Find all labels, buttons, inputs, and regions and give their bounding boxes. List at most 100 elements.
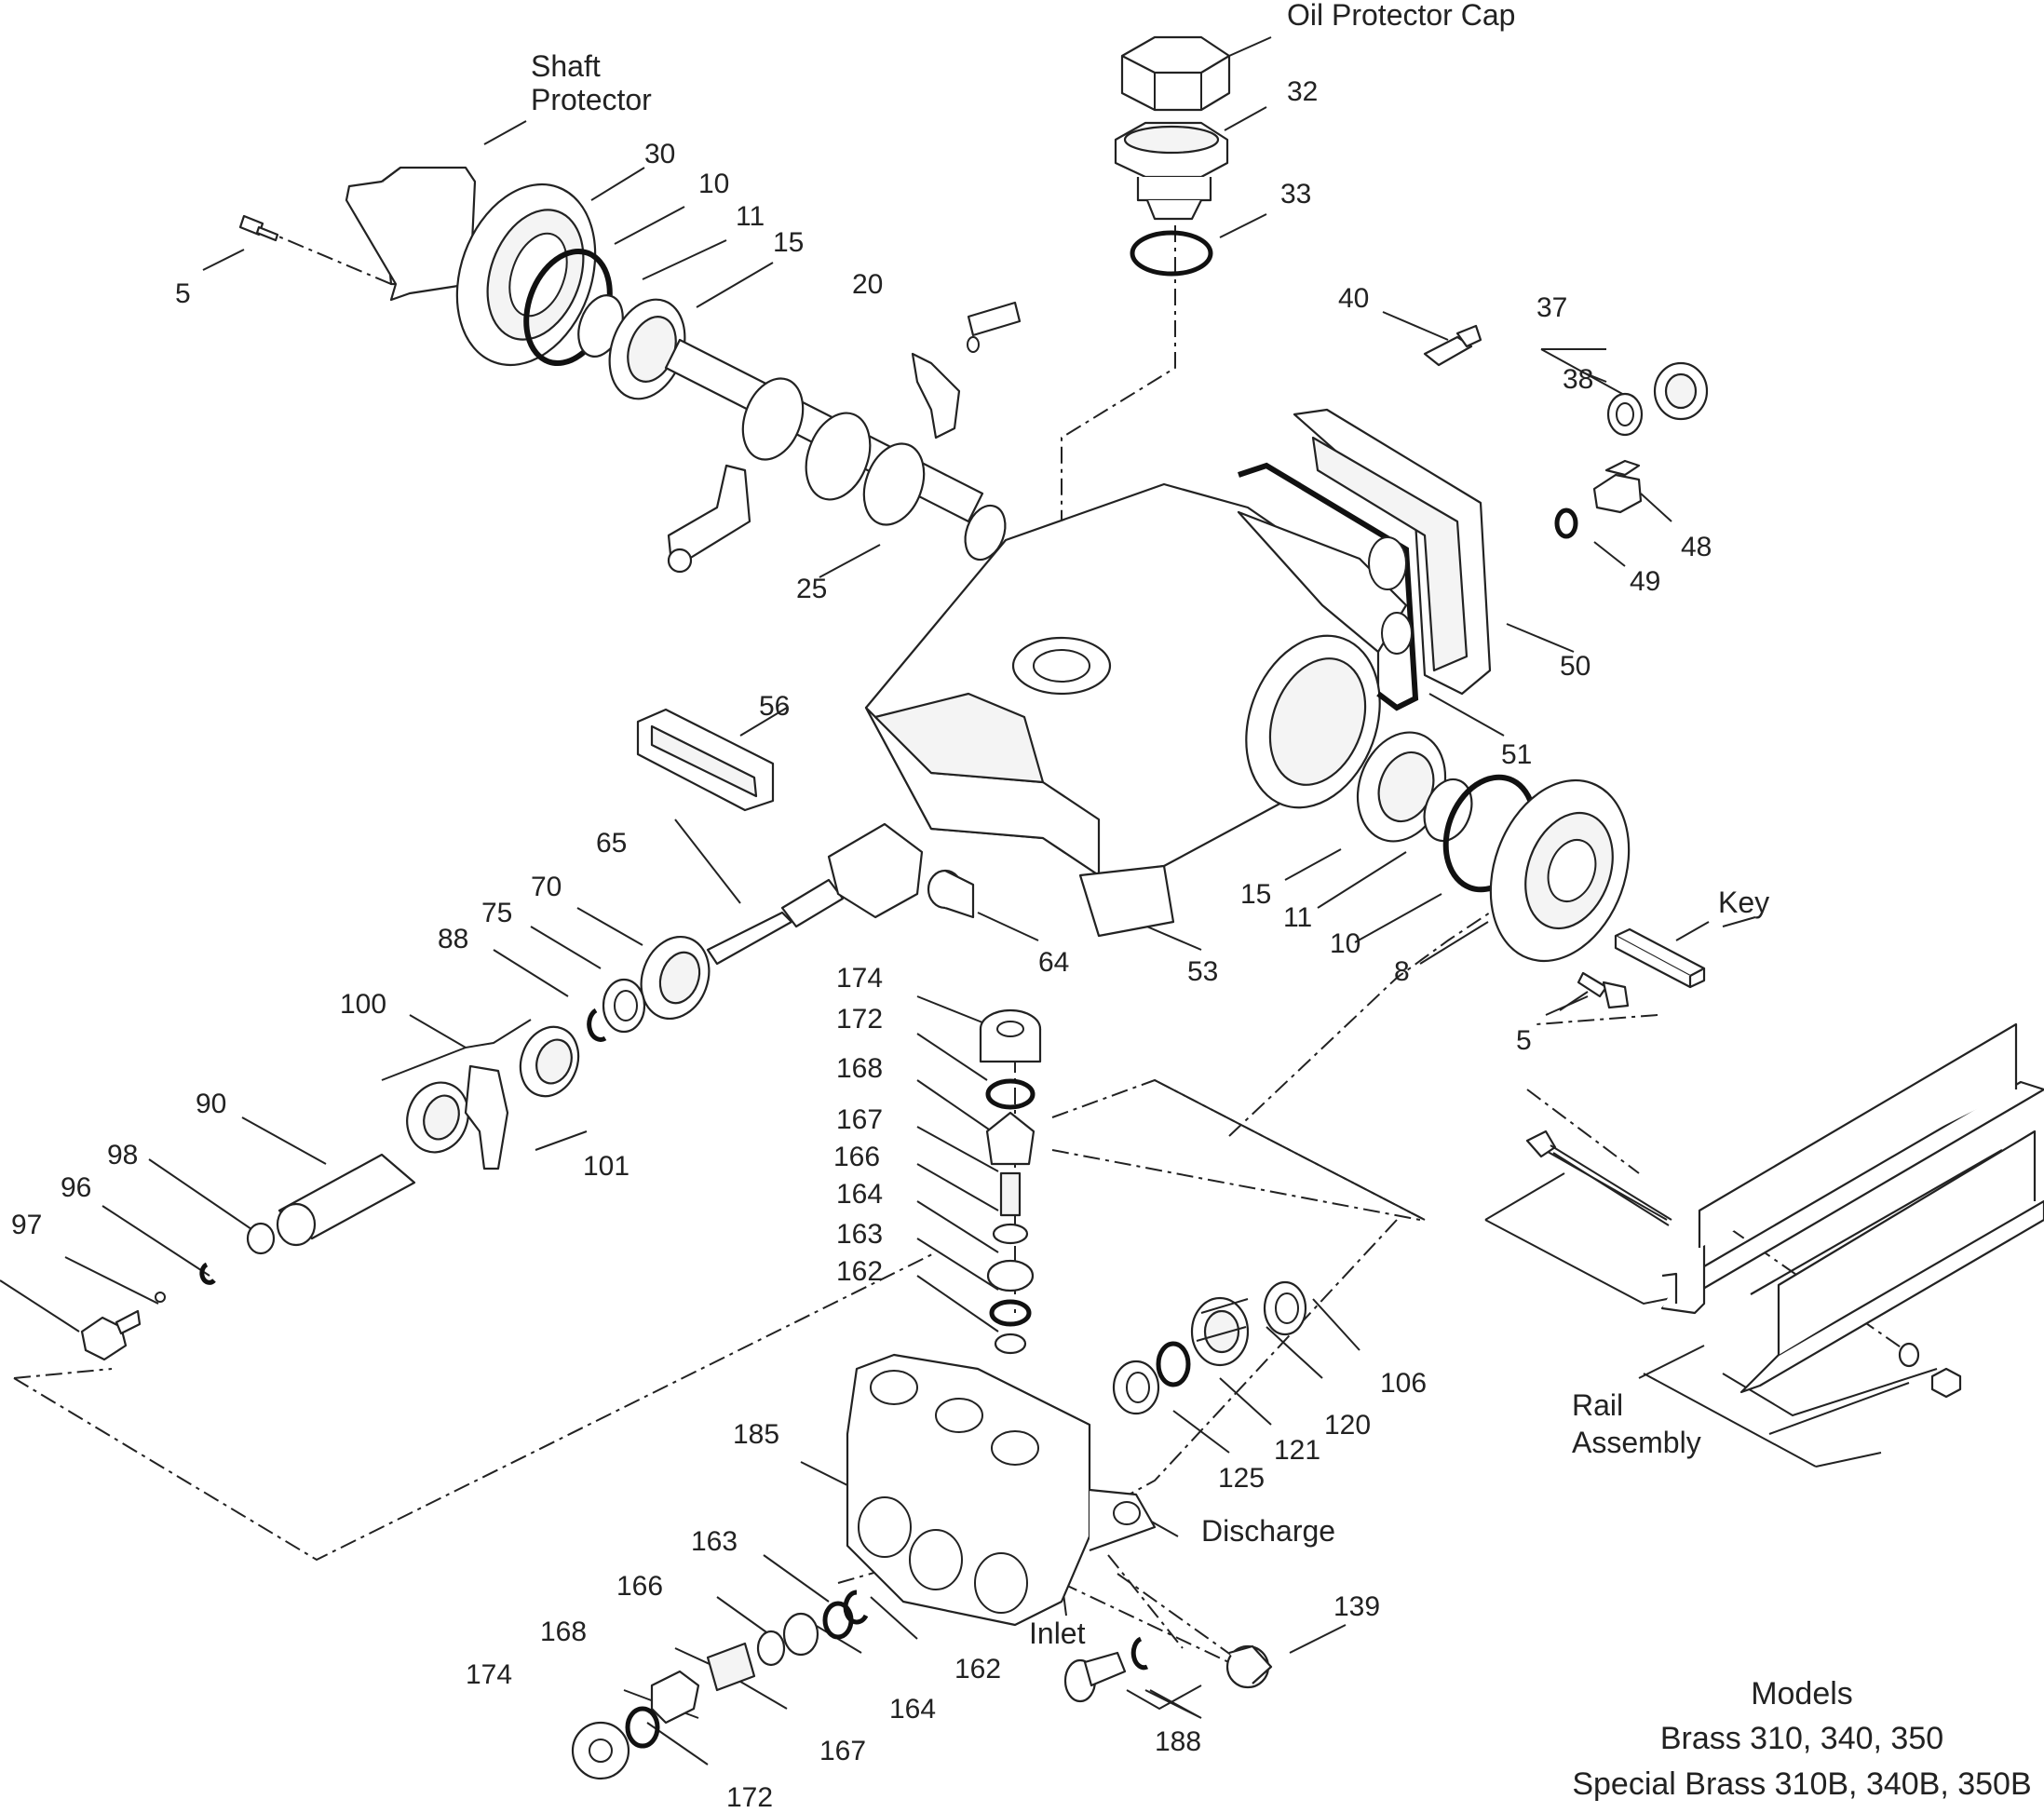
label-106: 106 [1380,1368,1427,1399]
seal-125 [1112,1360,1160,1415]
label-40: 40 [1338,283,1369,314]
label-5-right: 5 [1516,1025,1532,1056]
bolt-5-left [238,214,279,242]
label-rail-assembly-line1: Rail [1572,1388,1623,1422]
crankshaft-25 [664,338,1007,561]
label-oil-protector-cap: Oil Protector Cap [1287,0,1515,32]
seal-106 [1263,1280,1307,1336]
label-5-left: 5 [175,278,191,309]
label-100: 100 [340,989,386,1020]
models-line-1: Brass 310, 340, 350 [1660,1721,1943,1756]
rail-assembly [1525,1022,2044,1399]
clip-88 [587,1008,607,1042]
models-block: Models Brass 310, 340, 350 Special Brass… [1572,1676,2031,1802]
rear-cover-50 [1293,408,1492,696]
label-185: 185 [733,1419,779,1450]
label-97: 97 [11,1210,42,1240]
label-32: 32 [1287,76,1318,107]
label-166-top: 166 [833,1142,880,1172]
bearing-15-left [608,298,686,400]
plunger-rod-65 [706,822,924,966]
wedge-101 [464,1064,509,1170]
models-heading: Models [1751,1676,1853,1712]
label-25: 25 [796,574,827,604]
key [1614,927,1706,989]
label-37: 37 [1536,292,1567,323]
cover-56 [636,708,775,812]
o-ring-49 [1554,507,1578,539]
label-121: 121 [1274,1435,1320,1466]
label-shaft-protector-line2: Protector [531,83,652,116]
shaft-protector [345,166,477,302]
label-174-top: 174 [836,963,883,994]
label-inlet: Inlet [1029,1617,1086,1650]
label-172-bottom: 172 [726,1782,773,1813]
label-10-right: 10 [1330,928,1360,959]
label-163-top: 163 [836,1219,883,1250]
label-key: Key [1718,886,1769,919]
plug-37-and-washer-38 [1606,361,1709,437]
plunger-bolt-98 [80,1309,142,1361]
label-167-top: 167 [836,1104,883,1135]
plug-48 [1592,459,1643,514]
label-30: 30 [644,139,675,169]
label-50: 50 [1560,651,1591,682]
label-65: 65 [596,828,627,859]
label-rail-assembly-line2: Assembly [1572,1426,1701,1459]
plug-188 [1063,1636,1149,1703]
label-167-bottom: 167 [819,1736,866,1766]
label-101: 101 [583,1151,629,1182]
label-174-bottom: 174 [466,1659,512,1690]
label-70: 70 [531,872,562,902]
oil-seal-11-right [1423,778,1473,843]
label-164-bottom: 164 [889,1694,936,1725]
o-ring-121 [1156,1341,1191,1387]
label-168-bottom: 168 [540,1617,587,1647]
bolt-5-right [1577,971,1630,1009]
seal-75 [602,978,646,1034]
label-139: 139 [1333,1591,1380,1622]
washer-97 [155,1292,166,1303]
label-56: 56 [759,691,790,722]
label-163-bottom: 163 [691,1526,738,1557]
label-188: 188 [1155,1726,1201,1757]
valve-stack-top [979,1008,1042,1355]
dipstick-32 [1114,121,1229,221]
bearing-15-right [1356,731,1447,843]
label-8: 8 [1394,956,1410,987]
washer-98 [246,1222,276,1255]
seal-case-100 [406,1025,580,1154]
label-shaft-protector-line1: Shaft [531,49,601,83]
label-120: 120 [1324,1410,1371,1441]
label-11-right: 11 [1283,902,1312,933]
label-15-right: 15 [1240,879,1271,910]
label-discharge: Discharge [1201,1514,1335,1548]
models-line-2: Special Brass 310B, 340B, 350B [1572,1766,2031,1802]
plug-139 [1225,1644,1273,1689]
label-20: 20 [852,269,883,300]
label-90: 90 [196,1089,226,1119]
label-75: 75 [481,898,512,928]
part-labels: 5 Shaft Protector 30 10 11 15 20 25 Oil … [11,0,1769,1813]
adapter-120 [1190,1296,1250,1367]
leader-lines [0,36,1938,1766]
label-168-top: 168 [836,1053,883,1084]
label-11-top: 11 [736,201,765,232]
manifold-185 [846,1353,1157,1627]
clip-96 [199,1262,216,1285]
label-162-top: 162 [836,1256,883,1287]
plunger-90 [276,1153,416,1247]
label-125: 125 [1218,1463,1265,1494]
label-48: 48 [1681,532,1712,562]
label-164-top: 164 [836,1179,883,1210]
crankcase [864,482,1408,938]
label-172-top: 172 [836,1004,883,1035]
seal-retainer-70 [640,935,711,1021]
o-ring-33 [1130,230,1213,277]
label-49: 49 [1630,566,1660,597]
label-38: 38 [1563,364,1593,395]
valve-stack-bottom [571,1590,869,1780]
label-33: 33 [1280,179,1311,210]
flange-8 [1489,778,1631,963]
